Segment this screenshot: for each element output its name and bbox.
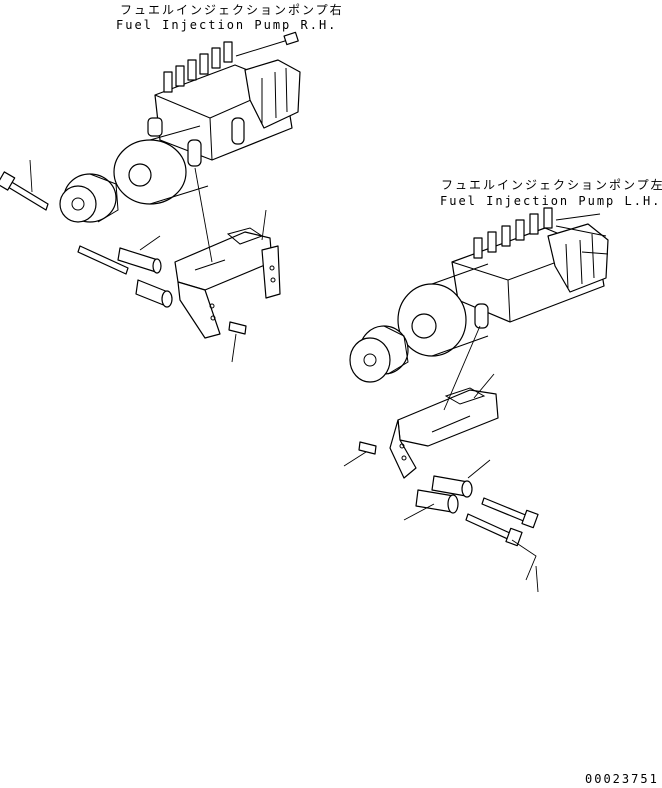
drawing-number: 00023751 (585, 772, 659, 786)
lh-pump-label-jp: フュエルインジェクションポンプ左 (441, 178, 662, 192)
lh-coupling (350, 326, 408, 382)
lh-fuel-injection-pump (398, 208, 608, 356)
lh-spacers (359, 442, 472, 513)
lh-leader-lines (344, 326, 538, 592)
lh-delivery-valves (474, 208, 552, 258)
rh-fuel-injection-pump (114, 32, 300, 204)
rh-coupling-bolt (0, 172, 48, 210)
rh-delivery-valves (164, 42, 232, 92)
rh-pump-label-en: Fuel Injection Pump R.H. (116, 18, 338, 32)
lh-pump-label-en: Fuel Injection Pump L.H. (440, 194, 662, 208)
rh-bracket (175, 228, 280, 338)
rh-leader-lines (30, 160, 266, 362)
rh-spacers (78, 246, 246, 334)
rh-pump-label-jp: フュエルインジェクションポンプ右 (120, 3, 344, 17)
lh-bracket (390, 388, 498, 478)
lh-bolts (466, 498, 538, 546)
rh-coupling (60, 174, 118, 222)
